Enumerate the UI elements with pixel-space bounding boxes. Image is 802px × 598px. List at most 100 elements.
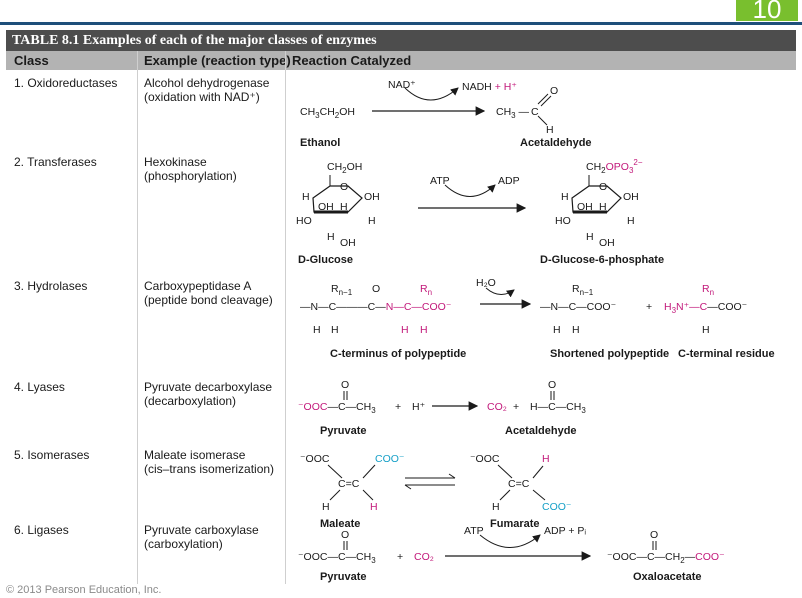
example-enzyme: Pyruvate decarboxylase <box>144 380 273 394</box>
svg-text:OH: OH <box>599 237 615 249</box>
column-header-example: Example (reaction type) <box>144 53 291 68</box>
row-example-oxidoreductases: Alcohol dehydrogenase (oxidation with NA… <box>144 76 269 104</box>
row-class-ligases: 6. Ligases <box>14 523 69 537</box>
cofactor-arrow <box>404 87 459 101</box>
svg-text:H: H <box>561 191 569 203</box>
example-enzyme: Carboxypeptidase A <box>144 279 252 293</box>
svg-text:C: C <box>531 106 539 118</box>
svg-text:OH: OH <box>577 201 593 213</box>
svg-text:O: O <box>550 85 558 97</box>
svg-text:H: H <box>370 501 378 513</box>
reaction-1-product: Acetaldehyde <box>520 137 592 149</box>
water-arrow <box>485 287 515 298</box>
svg-text:COO⁻: COO⁻ <box>542 501 572 513</box>
svg-text:H: H <box>313 324 321 336</box>
svg-text:—N—C—COO⁻: —N—C—COO⁻ <box>540 301 617 313</box>
svg-text:H: H <box>627 215 635 227</box>
svg-text:O: O <box>341 379 349 391</box>
plus-sign: + <box>513 401 519 413</box>
svg-text:H: H <box>586 231 594 243</box>
svg-text:⁻OOC: ⁻OOC <box>470 453 500 465</box>
reaction-5-substrate: Maleate <box>320 518 360 530</box>
reaction-lyase: ⁻OOC—C—CH3 O + H⁺ CO₂ + H—C—CH3 O Pyruva… <box>298 379 586 437</box>
co2-label: CO₂ <box>414 551 434 563</box>
svg-text:H: H <box>546 124 554 136</box>
svg-text:Rn−1: Rn−1 <box>331 283 353 297</box>
svg-text:O: O <box>341 529 349 541</box>
svg-text:H: H <box>322 501 330 513</box>
svg-text:H: H <box>401 324 409 336</box>
svg-text:O: O <box>599 181 607 193</box>
svg-text:O: O <box>650 529 658 541</box>
example-enzyme: Hexokinase <box>144 155 207 169</box>
svg-text:H: H <box>702 324 710 336</box>
reaction-6-substrate: Pyruvate <box>320 571 366 583</box>
reaction-hydrolase: —N—C———C—N—C—COO⁻ Rn−1 O Rn H H H H H₂O … <box>300 277 775 360</box>
example-enzyme: Alcohol dehydrogenase <box>144 76 270 90</box>
table-title: TABLE 8.1 Examples of each of the major … <box>6 30 796 51</box>
svg-text:H: H <box>327 231 335 243</box>
svg-text:Rn: Rn <box>420 283 432 297</box>
reaction-4-product: Acetaldehyde <box>505 425 577 437</box>
row-example-isomerases: Maleate isomerase (cis–trans isomerizati… <box>144 448 274 476</box>
svg-text:H—C—CH3: H—C—CH3 <box>530 401 586 415</box>
row-example-lyases: Pyruvate decarboxylase (decarboxylation) <box>144 380 272 408</box>
reaction-transferase: CH2OH O H OH OH H HO H H OH D-Glucose AT… <box>296 158 664 266</box>
reaction-oxidoreductase: CH3CH2OH NAD⁺ NADH + H⁺ CH3 — C O H Etha… <box>300 79 592 149</box>
reaction-1-substrate: Ethanol <box>300 137 340 149</box>
cofactor-arrow <box>444 184 496 197</box>
column-header-class: Class <box>14 53 49 68</box>
svg-text:COO⁻: COO⁻ <box>375 453 405 465</box>
svg-text:OH: OH <box>318 201 334 213</box>
plus-sign: + <box>646 301 652 313</box>
svg-text:H: H <box>542 453 550 465</box>
glucose-ring: CH2OH O H OH OH H HO H H OH D-Glucose <box>296 161 380 266</box>
row-class-oxidoreductases: 1. Oxidoreductases <box>14 76 118 90</box>
svg-text:H: H <box>420 324 428 336</box>
svg-text:H: H <box>368 215 376 227</box>
svg-text:C=C: C=C <box>338 478 360 490</box>
svg-text:OH: OH <box>340 237 356 249</box>
water-label: H₂O <box>476 277 496 289</box>
ethanol-formula: CH3CH2OH <box>300 106 355 120</box>
svg-text:⁻OOC—C—CH3: ⁻OOC—C—CH3 <box>298 401 376 415</box>
row-example-transferases: Hexokinase (phosphorylation) <box>144 155 237 183</box>
svg-text:⁻OOC: ⁻OOC <box>300 453 330 465</box>
example-reaction-type: (oxidation with NAD⁺) <box>144 90 260 104</box>
row-class-isomerases: 5. Isomerases <box>14 448 90 462</box>
column-divider <box>285 51 286 584</box>
svg-text:H: H <box>572 324 580 336</box>
nadh: NADH <box>462 81 492 93</box>
svg-text:H: H <box>553 324 561 336</box>
reaction-2-substrate: D-Glucose <box>298 254 353 266</box>
adp-pi-label: ADP + Pᵢ <box>544 525 586 537</box>
svg-text:HO: HO <box>555 215 571 227</box>
svg-text:CH2OH: CH2OH <box>327 161 362 175</box>
plus-sign: + <box>397 551 403 563</box>
svg-text:C=C: C=C <box>508 478 530 490</box>
svg-text:⁻OOC—C—CH3: ⁻OOC—C—CH3 <box>298 551 376 565</box>
example-reaction-type: (phosphorylation) <box>144 169 237 183</box>
reaction-isomerase: ⁻OOC C=C COO⁻ H H ⁻OOC C=C H H COO⁻ Male… <box>300 453 572 530</box>
svg-text:HO: HO <box>296 215 312 227</box>
example-enzyme: Maleate isomerase <box>144 448 246 462</box>
glucose-6-phosphate-ring: CH2OPO32− O H OH OH H HO H H OH D-Glucos… <box>540 158 664 266</box>
example-reaction-type: (carboxylation) <box>144 537 223 551</box>
row-class-hydrolases: 3. Hydrolases <box>14 279 88 293</box>
example-reaction-type: (cis–trans isomerization) <box>144 462 275 476</box>
column-divider <box>137 51 138 584</box>
acetaldehyde-formula: CH3 — <box>496 106 530 120</box>
svg-text:⁻OOC—C—CH2—COO⁻: ⁻OOC—C—CH2—COO⁻ <box>607 551 725 565</box>
copyright-footer: © 2013 Pearson Education, Inc. <box>6 584 162 596</box>
row-class-transferases: 2. Transferases <box>14 155 97 169</box>
plus-sign: + <box>395 401 401 413</box>
svg-text:H: H <box>302 191 310 203</box>
slide-number-badge: 10 <box>736 0 798 21</box>
row-class-lyases: 4. Lyases <box>14 380 65 394</box>
svg-text:Rn−1: Rn−1 <box>572 283 594 297</box>
svg-text:OH: OH <box>623 191 639 203</box>
svg-text:O: O <box>372 283 380 295</box>
co2-label: CO₂ <box>487 401 507 413</box>
svg-text:O: O <box>340 181 348 193</box>
svg-text:H3N⁺—C—COO⁻: H3N⁺—C—COO⁻ <box>664 301 748 315</box>
